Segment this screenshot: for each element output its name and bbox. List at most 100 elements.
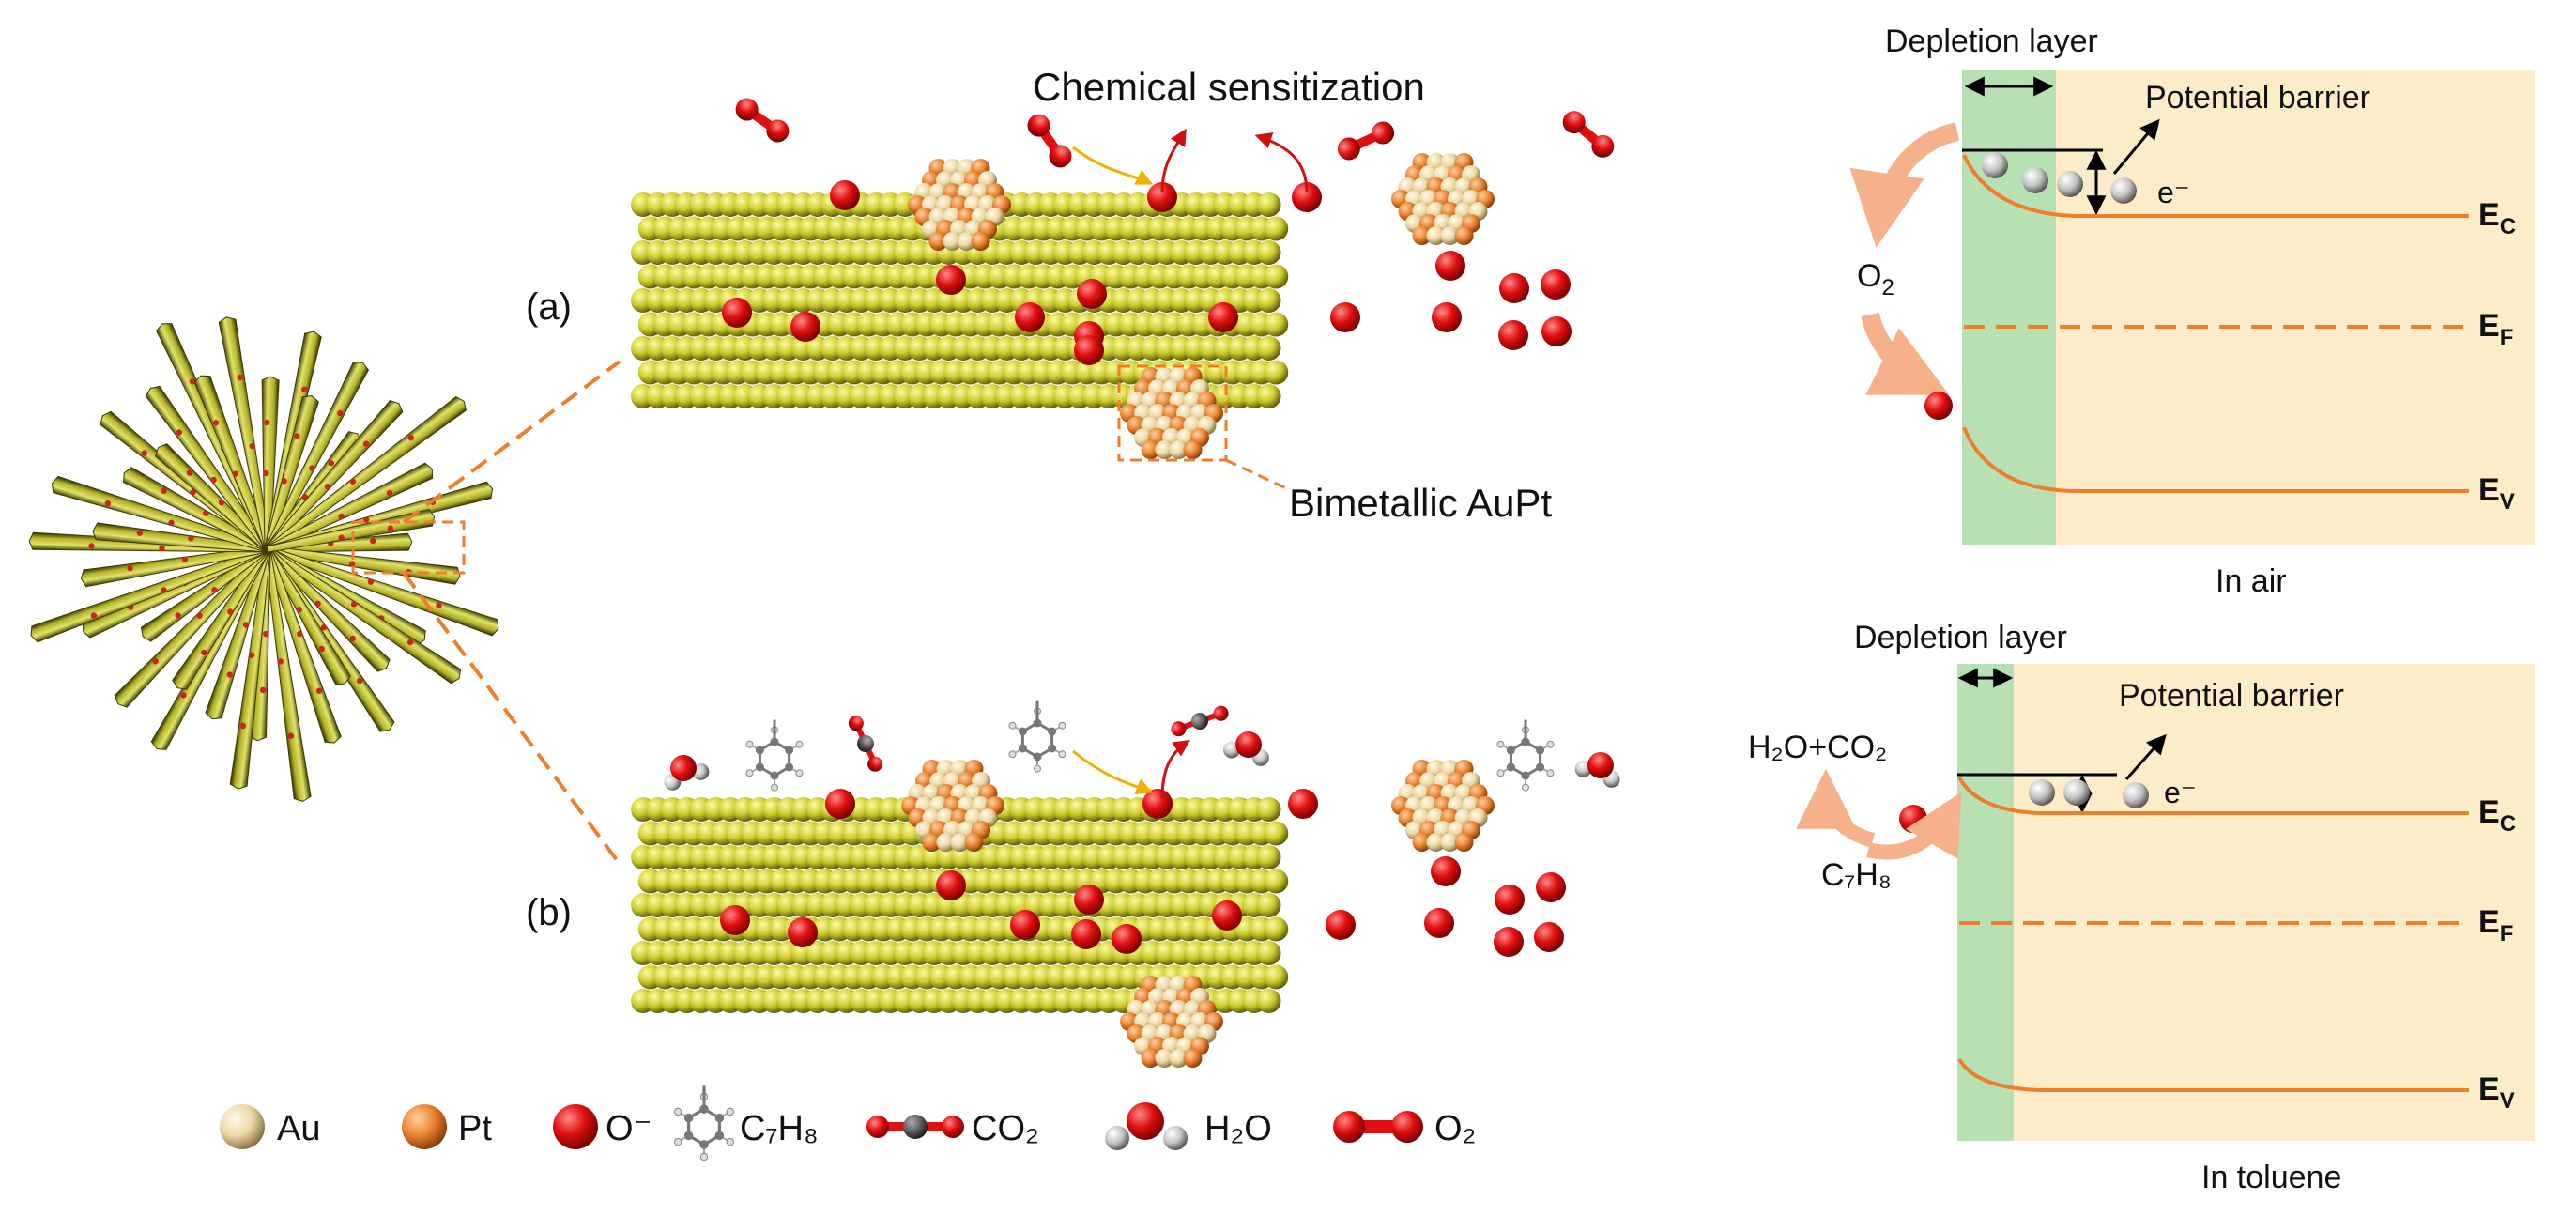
toluene-legend-label: C₇H₈	[740, 1109, 819, 1148]
o-minus-legend-icon	[553, 1104, 598, 1149]
aupt-cluster	[1120, 976, 1223, 1068]
toluene-molecule	[1496, 719, 1555, 792]
electrons-toluene	[2029, 779, 2149, 808]
oxygen-ion	[1010, 910, 1040, 940]
electron-label-toluene: e⁻	[2164, 776, 2197, 809]
oxygen-ion	[1292, 182, 1322, 212]
electron-label-air: e⁻	[2157, 176, 2190, 209]
o2-molecule	[1027, 114, 1072, 168]
barrier-pointer-air	[2112, 118, 2160, 175]
ev-label-toluene: EV	[2478, 1071, 2515, 1114]
o2-molecule	[735, 98, 790, 143]
substrate-atom	[1256, 845, 1281, 869]
aupt-cluster	[901, 760, 1004, 852]
toluene-legend-icon	[673, 1085, 735, 1162]
h2o-legend-icon	[1105, 1102, 1188, 1150]
electrons-air	[1982, 152, 2137, 204]
oxygen-release-arrow-2	[1254, 132, 1309, 193]
aupt-cluster	[908, 159, 1011, 251]
valence-band-toluene	[1957, 1057, 2469, 1092]
conduction-band-toluene	[1957, 777, 2469, 815]
band-diagram-toluene: Depletion layer Potential barrier e⁻ EC …	[1748, 620, 2535, 1195]
o-minus-legend-label: O⁻	[606, 1109, 652, 1148]
aupt-clusters-b	[901, 760, 1495, 1068]
depletion-label-air: Depletion layer	[1885, 23, 2098, 59]
oxygen-ion	[1432, 302, 1462, 332]
depletion-region-air	[1962, 70, 2056, 545]
adsorbed-oxygen-toluene	[1899, 805, 1927, 833]
co2-molecule	[1171, 705, 1229, 737]
toluene-label: C₇H₈	[1821, 857, 1892, 893]
o2-capture-arrow-bottom	[1861, 312, 1950, 395]
band-diagram-air: Depletion layer Potential barrier e⁻ EC …	[1849, 23, 2535, 599]
oxygen-ion	[825, 789, 855, 819]
panel-a-label: (a)	[526, 286, 572, 328]
substrate-atom	[1256, 941, 1281, 965]
aupt-cluster	[1120, 367, 1223, 459]
h2o-molecule	[1574, 752, 1620, 788]
caption-toluene: In toluene	[2201, 1160, 2341, 1195]
oxygen-ions-b	[720, 789, 1566, 957]
oxygen-ion	[1142, 789, 1173, 819]
oxygen-ion	[1534, 922, 1564, 952]
oxygen-ion	[936, 265, 966, 295]
oxygen-ion	[1541, 316, 1572, 346]
oxygen-ion	[1147, 182, 1177, 212]
depletion-region-toluene	[1957, 664, 2014, 1141]
aupt-cluster	[1391, 153, 1495, 245]
conduction-band-air	[1962, 154, 2469, 218]
depletion-label-toluene: Depletion layer	[1854, 620, 2067, 655]
substrate-atom	[1264, 216, 1289, 241]
ec-label-air: EC	[2478, 197, 2516, 239]
oxygen-release-arrow-1	[1160, 128, 1187, 193]
zoom-line-b	[402, 571, 621, 866]
valence-band-air	[1962, 426, 2469, 493]
oxygen-ion	[1288, 789, 1318, 819]
o2-molecule	[1562, 111, 1615, 158]
oxygen-ion	[1326, 910, 1356, 940]
oxygen-ion	[830, 180, 860, 210]
toluene-react-arrow	[1072, 749, 1154, 795]
bimetallic-label: Bimetallic AuPt	[1289, 481, 1552, 525]
product-release-arrow	[1160, 740, 1190, 799]
pt-legend-icon	[402, 1104, 447, 1149]
substrate-atom	[1256, 384, 1281, 408]
oxygen-ion	[1015, 302, 1045, 332]
oxygen-ions-a	[722, 180, 1572, 365]
nanowire-urchin	[28, 316, 499, 802]
oxygen-ion	[936, 870, 966, 900]
au-legend-icon	[220, 1104, 265, 1149]
substrate-atom	[1256, 893, 1281, 917]
au-legend-label: Au	[277, 1109, 320, 1148]
potential-barrier-label-toluene: Potential barrier	[2119, 678, 2344, 714]
aupt-clusters-a	[908, 153, 1495, 459]
oxygen-ion	[1074, 335, 1104, 365]
substrate-atom	[1264, 964, 1289, 990]
oxygen-ion	[788, 917, 818, 947]
oxygen-ion	[1499, 273, 1529, 303]
toluene-molecule	[745, 719, 804, 792]
aupt-cluster	[1391, 760, 1495, 852]
oxygen-ion	[1212, 900, 1242, 931]
oxygen-ion	[720, 905, 750, 935]
toluene-molecule	[1008, 700, 1066, 773]
zoom-box	[351, 520, 466, 575]
oxygen-ion	[1330, 302, 1360, 332]
oxygen-ion	[1498, 320, 1528, 350]
oxygen-ion	[1431, 856, 1461, 886]
highlight-leader	[1225, 458, 1287, 490]
toluene-molecule	[673, 1085, 735, 1162]
substrate-atom	[1264, 360, 1289, 385]
nanowire-rod	[145, 385, 271, 552]
h2o-legend-label: H₂O	[1204, 1109, 1272, 1148]
oxygen-ion	[1424, 908, 1454, 938]
h2o-molecule	[1222, 731, 1269, 766]
bulk-region-toluene	[1957, 664, 2535, 1141]
oxygen-ion	[1208, 302, 1238, 332]
o2-capture-arrow-top	[1849, 122, 1960, 248]
oxygen-ion	[1541, 269, 1571, 300]
product-arrow-toluene	[1796, 768, 1876, 848]
potential-barrier-label-air: Potential barrier	[2145, 80, 2370, 115]
ef-label-toluene: EF	[2478, 904, 2513, 946]
substrate-atom	[1264, 869, 1289, 894]
